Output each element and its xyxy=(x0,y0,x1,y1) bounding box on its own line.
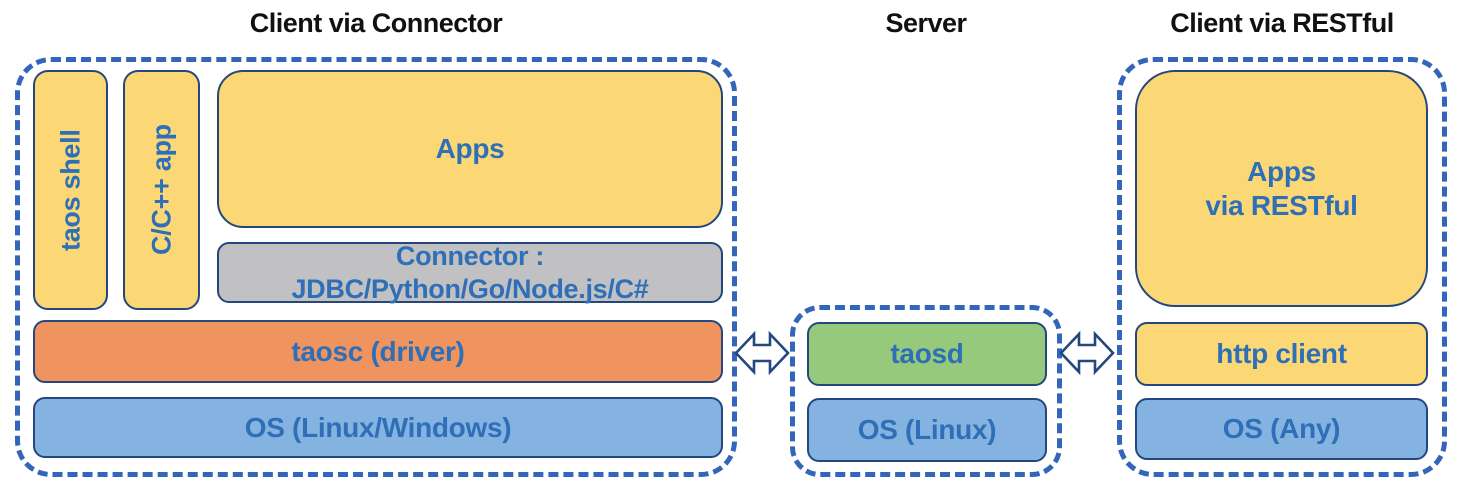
section-title-client-connector: Client via Connector xyxy=(249,8,503,38)
server-group xyxy=(790,305,1062,477)
client-restful-group xyxy=(1117,57,1447,477)
section-title-server: Server xyxy=(885,8,967,38)
apps-box: Apps xyxy=(217,70,723,228)
os-any-box: OS (Any) xyxy=(1135,398,1428,460)
connector-box: Connector : JDBC/Python/Go/Node.js/C# xyxy=(217,241,723,304)
apps-via-restful-line2: via RESTful xyxy=(1205,189,1358,221)
bidirectional-arrow-icon xyxy=(734,330,790,376)
taosd-box: taosd xyxy=(807,322,1047,386)
bidirectional-arrow-icon xyxy=(1059,330,1115,376)
section-title-client-restful: Client via RESTful xyxy=(1170,8,1394,38)
cpp-app-box: C/C++ app xyxy=(123,70,200,310)
taosc-driver-box: taosc (driver) xyxy=(33,320,723,383)
client-connector-group xyxy=(15,57,737,477)
http-client-box: http client xyxy=(1135,322,1428,386)
os-linux-box: OS (Linux) xyxy=(807,398,1047,462)
apps-via-restful-line1: Apps xyxy=(1247,155,1316,187)
apps-via-restful-box: Apps via RESTful xyxy=(1135,70,1428,307)
taos-shell-box: taos shell xyxy=(33,70,108,310)
os-linux-windows-box: OS (Linux/Windows) xyxy=(33,397,723,458)
